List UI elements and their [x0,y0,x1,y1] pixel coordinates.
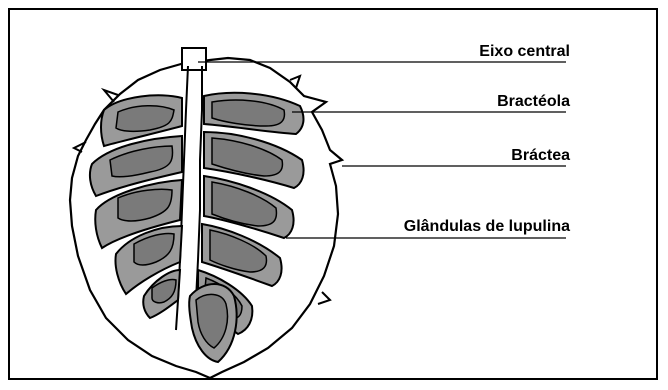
bract-tip-right-low [318,292,330,304]
label-bracteola: Bractéola [497,93,570,111]
label-eixo-central: Eixo central [479,43,570,61]
label-bractea: Bráctea [511,147,570,165]
label-glandulas-de-lupulina: Glândulas de lupulina [404,218,570,236]
